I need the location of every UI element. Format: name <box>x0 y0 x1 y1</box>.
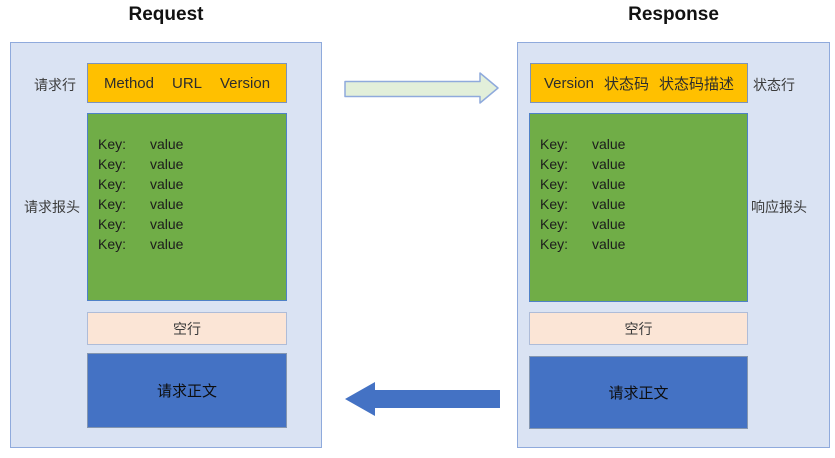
header-key: Key: <box>98 216 127 232</box>
header-key: Key: <box>98 156 127 172</box>
header-key: Key: <box>540 156 569 172</box>
header-line: Key: value <box>540 194 747 214</box>
request-blank-line-box: 空行 <box>87 312 287 345</box>
request-start-line-box: Method URL Version <box>87 63 287 103</box>
header-line: Key: value <box>540 174 747 194</box>
header-key: Key: <box>98 176 127 192</box>
response-headers-box: Key: value Key: value Key: value Key: va… <box>529 113 748 302</box>
header-value: value <box>150 156 184 172</box>
request-headers-box: Key: value Key: value Key: value Key: va… <box>87 113 287 301</box>
header-line: Key: value <box>540 234 747 254</box>
header-line: Key: value <box>98 214 286 234</box>
response-status-code-label: 状态码 <box>604 75 650 93</box>
header-key: Key: <box>540 216 569 232</box>
header-value: value <box>592 156 626 172</box>
header-line: Key: value <box>540 134 747 154</box>
header-key: Key: <box>98 196 127 212</box>
header-value: value <box>592 136 626 152</box>
header-value: value <box>150 216 184 232</box>
header-value: value <box>150 196 184 212</box>
response-version-label: Version <box>543 74 594 92</box>
request-panel: 请求行 Method URL Version 请求报头 Key: value K… <box>10 42 322 448</box>
status-line-label: 状态行 <box>753 77 795 93</box>
response-status-line-box: Version 状态码 状态码描述 <box>530 63 748 103</box>
header-line: Key: value <box>540 154 747 174</box>
header-line: Key: value <box>98 194 286 214</box>
request-headers-label: 请求报头 <box>24 199 80 215</box>
header-value: value <box>592 196 626 212</box>
header-line: Key: value <box>540 214 747 234</box>
request-version-label: Version <box>220 74 271 92</box>
request-title: Request <box>128 4 204 25</box>
arrow-left-icon <box>345 382 500 416</box>
header-value: value <box>592 236 626 252</box>
response-blank-line-box: 空行 <box>529 312 748 345</box>
header-value: value <box>150 236 184 252</box>
header-key: Key: <box>540 196 569 212</box>
request-url-label: URL <box>171 74 202 92</box>
header-line: Key: value <box>98 234 286 254</box>
response-title: Response <box>628 4 719 25</box>
header-value: value <box>592 176 626 192</box>
header-value: value <box>592 216 626 232</box>
header-key: Key: <box>540 136 569 152</box>
header-line: Key: value <box>98 154 286 174</box>
header-value: value <box>150 176 184 192</box>
response-panel: 状态行 Version 状态码 状态码描述 响应报头 Key: value Ke… <box>517 42 830 448</box>
header-value: value <box>150 136 184 152</box>
header-key: Key: <box>98 236 127 252</box>
response-headers-label: 响应报头 <box>751 199 807 215</box>
header-key: Key: <box>540 176 569 192</box>
request-line-label: 请求行 <box>34 77 76 93</box>
response-status-desc-label: 状态码描述 <box>659 75 735 93</box>
request-method-label: Method <box>103 74 154 92</box>
arrow-right-icon <box>344 72 499 104</box>
header-line: Key: value <box>98 134 286 154</box>
header-line: Key: value <box>98 174 286 194</box>
header-key: Key: <box>540 236 569 252</box>
request-body-box: 请求正文 <box>87 353 287 428</box>
header-key: Key: <box>98 136 127 152</box>
response-body-box: 请求正文 <box>529 356 748 429</box>
